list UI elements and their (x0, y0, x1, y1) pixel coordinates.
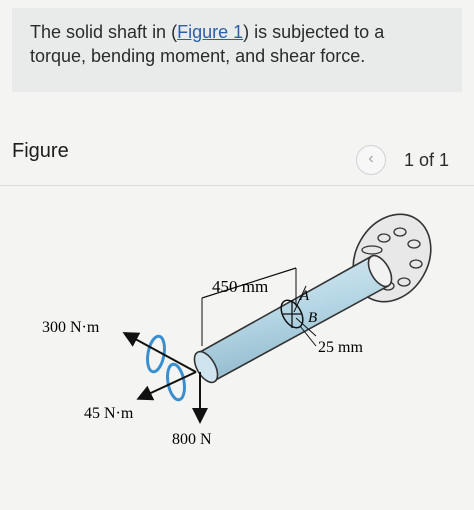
section-marker (280, 285, 317, 337)
problem-text-end: ) is subjected to a torque, bending mome… (30, 22, 385, 66)
moment-label: 45 N·m (84, 405, 134, 422)
page-indicator: 1 of 1 (404, 150, 450, 170)
figure-area: A B 450 mm 25 mm 300 N·m 45 N·m 800 N (0, 186, 474, 505)
shaft-diagram: A B 450 mm 25 mm 300 N·m 45 N·m 800 N (42, 213, 432, 448)
figure-title: Figure (12, 140, 69, 162)
torque-curl (146, 334, 186, 402)
torque-label: 300 N·m (42, 319, 100, 336)
torque-arrow (122, 332, 197, 373)
length-label: 450 mm (212, 277, 268, 296)
moment-arrow (136, 371, 197, 401)
length-dimension (201, 267, 297, 346)
point-a-label: A (299, 288, 310, 304)
divider (0, 185, 474, 186)
shaft (193, 254, 393, 384)
radius-label: 25 mm (318, 339, 363, 356)
figure-link[interactable]: Figure 1 (177, 22, 244, 42)
problem-statement: The solid shaft in (Figure 1) is subject… (12, 8, 462, 92)
chevron-left-icon: ‹ (368, 150, 374, 167)
figure-header: Figure (0, 130, 474, 184)
radius-leader (299, 325, 317, 347)
force-label: 800 N (172, 431, 212, 448)
previous-figure-button[interactable]: ‹ (356, 145, 386, 175)
problem-text-start: The solid shaft in ( (30, 22, 178, 42)
point-b-label: B (308, 310, 317, 326)
